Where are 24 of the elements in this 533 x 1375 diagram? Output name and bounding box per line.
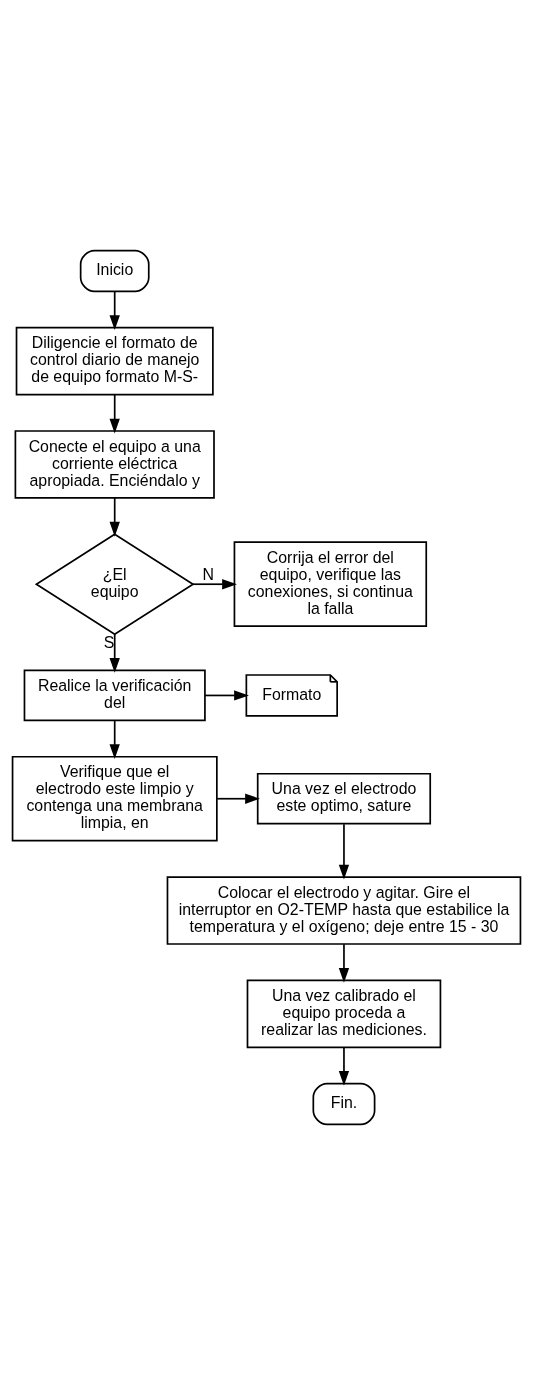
node-box: Conecte el equipo a una corriente eléctrica apropiada. Enciéndalo y [14,430,215,499]
node-box: Inicio [79,249,150,293]
arrow [192,579,237,590]
arrow [109,394,120,434]
node-box: Fin. [312,1082,376,1126]
node-box: Diligencie el formato de control diario de manejo de equipo formato M-S- [15,326,214,396]
arrow [338,823,350,880]
node-box: Corrija el error del equipo, verifique las conexiones, si continua la falla [233,541,428,628]
arrow [109,719,120,759]
edge-label: S [103,633,115,651]
arrow [216,793,260,804]
edge-label: N [202,565,214,583]
arrow [109,633,120,673]
arrow [338,1046,350,1086]
node-box: Una vez calibrado el equipo proceda a realizar las mediciones. [246,979,442,1049]
arrow [338,943,350,983]
node-box: Verifique que el electrodo este limpio y contenga una membrana limpia, en [11,755,218,842]
node-box: Una vez el electrodo este optimo, sature [256,772,432,825]
arrow [109,497,120,537]
node-diamond: ¿El equipo [34,533,195,636]
node-box: Realice la verificación del [23,669,206,722]
node-box: Colocar el electrodo y agitar. Gire el interruptor en O2-TEMP hasta que estabilice la temperatura y el oxígeno; deje entre 15 - 30 [166,876,522,945]
arrow [204,690,249,701]
arrow [109,290,120,331]
